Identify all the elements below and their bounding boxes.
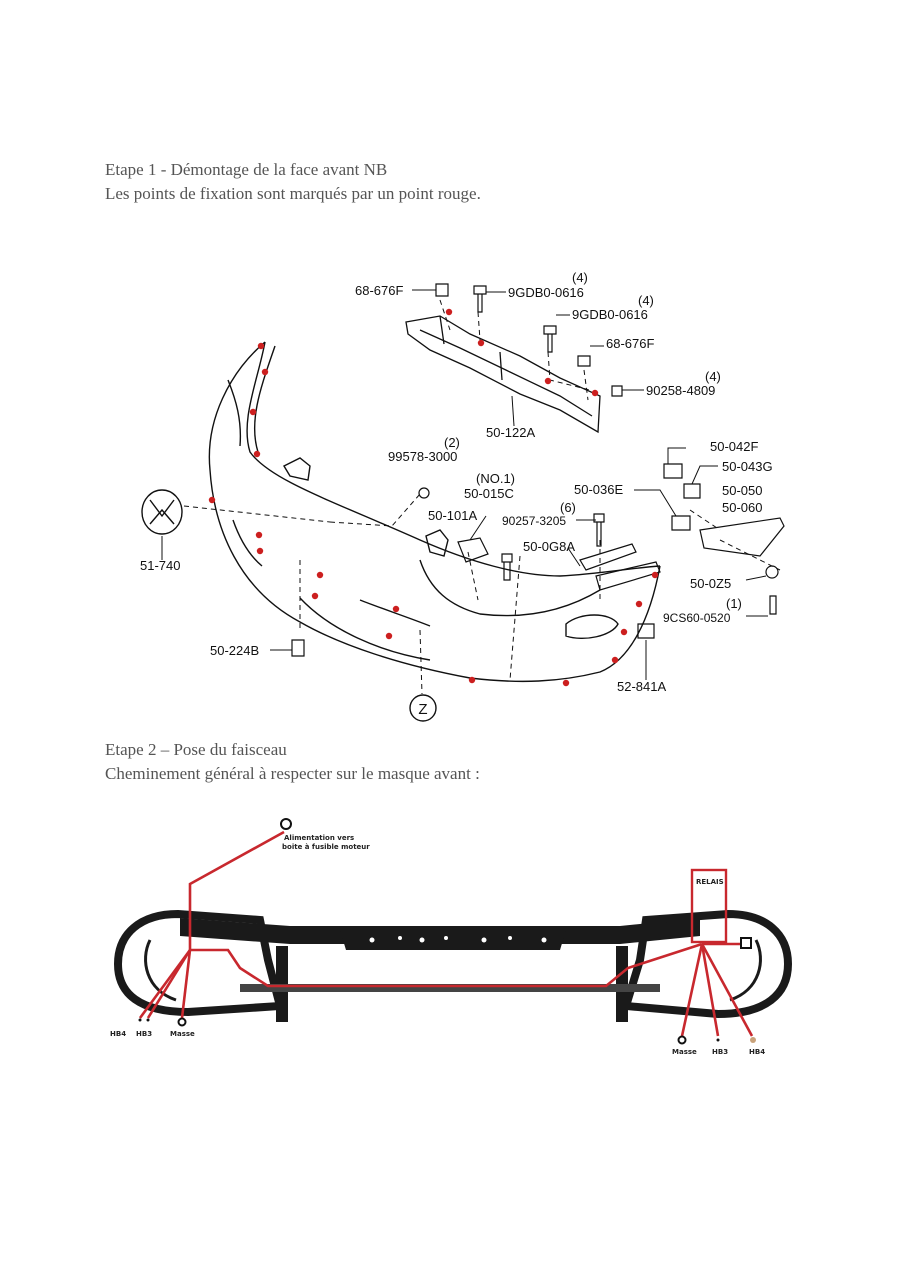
relay-box	[690, 868, 728, 944]
emblem-51-740	[141, 489, 183, 535]
zone-z-label: Z	[418, 701, 427, 718]
step2-title: Etape 2 – Pose du faisceau	[105, 740, 287, 759]
part-99578-3000: 99578-3000	[388, 449, 457, 464]
right-ground-label: Masse	[672, 1048, 697, 1056]
left-hb3-label: HB3	[136, 1030, 152, 1038]
part-52-841A: 52-841A	[617, 679, 666, 694]
part-50-036E: 50-036E	[574, 482, 623, 497]
right-hb3-label: HB3	[712, 1048, 728, 1056]
part-9GDB0-0616-a: 9GDB0-0616	[508, 285, 584, 300]
left-hb4-label: HB4	[110, 1030, 126, 1038]
relay-label: RELAIS	[696, 878, 724, 886]
power-connector-icon	[280, 818, 292, 830]
qty-6: (6)	[560, 500, 576, 515]
right-hb4-connector	[750, 1037, 756, 1043]
qty-4-b: (4)	[638, 293, 654, 308]
relay-connector-icon	[740, 937, 752, 949]
left-ground-connector	[177, 1017, 187, 1027]
part-50-224B: 50-224B	[210, 643, 259, 658]
left-hb4-connector	[138, 1018, 142, 1022]
qty-4-a: (4)	[572, 270, 588, 285]
part-90257-3205: 90257-3205	[502, 514, 566, 528]
part-51-740: 51-740	[140, 558, 180, 573]
part-90258-4809: 90258-4809	[646, 383, 715, 398]
part-50-043G: 50-043G	[722, 459, 773, 474]
bumper-shell	[208, 341, 661, 683]
radiator-support-frame	[113, 909, 793, 1022]
part-50-0G8A: 50-0G8A	[523, 539, 575, 554]
part-9CS60-0520: 9CS60-0520	[663, 611, 731, 625]
power-label-line2: boite à fusible moteur	[282, 843, 370, 851]
part-50-122A: 50-122A	[486, 425, 535, 440]
part-50-042F: 50-042F	[710, 439, 758, 454]
part-68-676F-top: 68-676F	[355, 283, 403, 298]
qty-2: (2)	[444, 435, 460, 450]
part-50-015C: 50-015C	[464, 486, 514, 501]
left-hb3-connector	[146, 1018, 150, 1022]
qty-1: (1)	[726, 596, 742, 611]
right-ground-connector	[677, 1035, 687, 1045]
part-50-050: 50-050	[722, 483, 762, 498]
left-ground-label: Masse	[170, 1030, 195, 1038]
power-label-line1: Alimentation vers	[284, 834, 354, 842]
fixation-points	[208, 308, 659, 687]
step2-subtitle: Cheminement général à respecter sur le m…	[105, 764, 480, 783]
harness-wires	[138, 830, 754, 1037]
label-leaders	[161, 289, 768, 680]
step1-title: Etape 1 - Démontage de la face avant NB	[105, 160, 388, 179]
right-hb4-label: HB4	[749, 1048, 765, 1056]
reinforcement-bar	[405, 315, 601, 434]
step1-subtitle: Les points de fixation sont marqués par …	[105, 184, 481, 203]
part-68-676F-right: 68-676F	[606, 336, 654, 351]
no1-label: (NO.1)	[476, 471, 515, 486]
part-9GDB0-0616-b: 9GDB0-0616	[572, 307, 648, 322]
zone-z-marker	[409, 694, 437, 722]
bumper-exploded-diagram: Z	[140, 270, 785, 722]
part-50-0Z5: 50-0Z5	[690, 576, 731, 591]
part-50-060: 50-060	[722, 500, 762, 515]
qty-4-c: (4)	[705, 369, 721, 384]
hardware-parts	[291, 283, 785, 657]
right-hb3-connector	[716, 1038, 720, 1042]
frame-holes	[369, 936, 777, 997]
part-50-101A: 50-101A	[428, 508, 477, 523]
